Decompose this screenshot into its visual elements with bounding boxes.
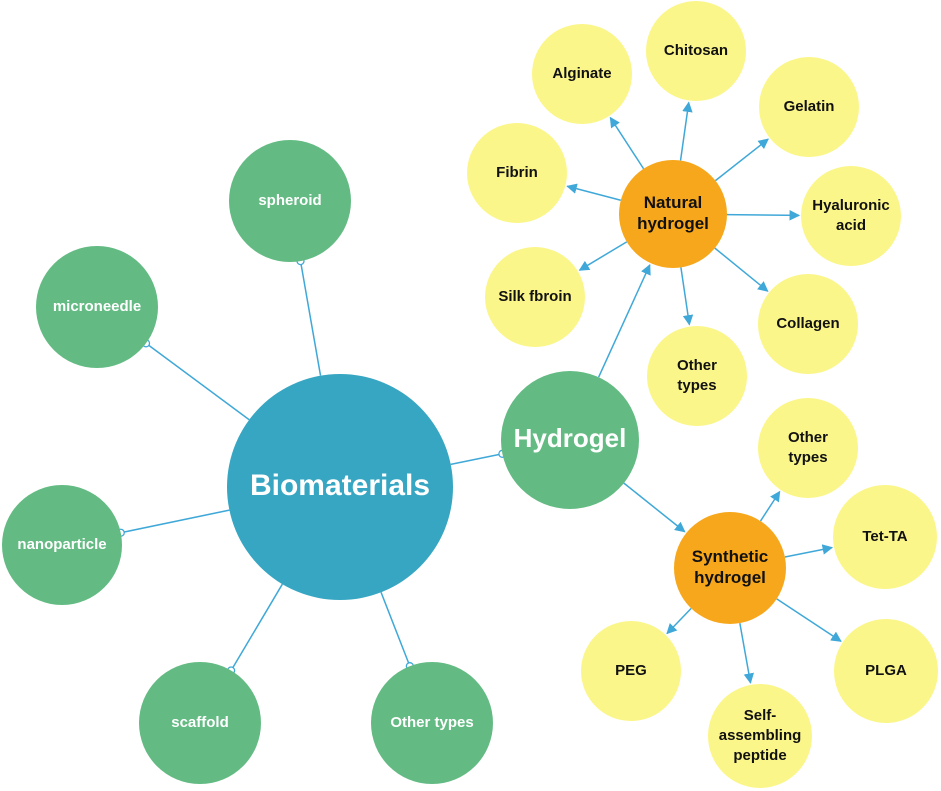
synthetic-child-tet-ta-label: Tet-TA <box>862 528 907 545</box>
synthetic-child-tet-ta-circle <box>833 485 937 589</box>
connector-natural-alginate <box>609 116 645 170</box>
branch-node-scaffold-label: scaffold <box>171 714 229 731</box>
branch-node-spheroid-circle <box>229 140 351 262</box>
natural-child-alginate-circle <box>532 24 632 124</box>
connector-natural-chitosan <box>679 101 693 161</box>
natural-child-gelatin-label: Gelatin <box>784 98 835 115</box>
root-node-biomaterials: Biomaterials <box>227 374 453 600</box>
natural-child-fibrin: Fibrin <box>467 123 567 223</box>
connector-root-spheroid <box>300 264 322 376</box>
connector-root-nanoparticle <box>124 509 230 533</box>
connectors-layer <box>124 101 842 684</box>
synthetic-child-plga-label: PLGA <box>865 662 907 679</box>
branch-node-scaffold: scaffold <box>139 662 261 784</box>
branch-node-other-types: Other types <box>371 662 493 784</box>
natural-child-chitosan-circle <box>646 1 746 101</box>
natural-child-fibrin-label: Fibrin <box>496 164 538 181</box>
connector-root-scaffold <box>232 583 283 668</box>
natural-child-alginate-label: Alginate <box>552 65 611 82</box>
natural-child-other-types-label: Other <box>677 357 717 374</box>
synthetic-hydrogel-node-circle <box>674 512 786 624</box>
natural-child-collagen-circle <box>758 274 858 374</box>
synthetic-child-tet-ta: Tet-TA <box>833 485 937 589</box>
natural-child-collagen: Collagen <box>758 274 858 374</box>
natural-child-gelatin: Gelatin <box>759 57 859 157</box>
natural-child-other-types: Other types <box>647 326 747 426</box>
synthetic-child-plga: PLGA <box>834 619 938 723</box>
root-node-biomaterials-circle <box>227 374 453 600</box>
natural-child-silk-fibroin-label: Silk fbroin <box>498 288 571 305</box>
branch-node-nanoparticle-label: nanoparticle <box>17 536 106 553</box>
connector-synthetic-tet-ta <box>784 544 834 558</box>
natural-child-other-types-circle <box>647 326 747 426</box>
connector-root-other-types <box>380 592 410 664</box>
synthetic-child-plga-circle <box>834 619 938 723</box>
connector-natural-fibrin <box>566 183 621 201</box>
synthetic-child-other-types-label: Other <box>788 429 828 446</box>
connector-synthetic-self-assembling-peptide <box>739 622 755 684</box>
natural-child-silk-fibroin: Silk fbroin <box>485 247 585 347</box>
branch-node-other-types-label: Other types <box>390 714 473 731</box>
natural-child-gelatin-circle <box>759 57 859 157</box>
natural-child-fibrin-circle <box>467 123 567 223</box>
natural-hydrogel-node-label: Natural <box>644 193 703 212</box>
natural-child-hyaluronic-acid-circle <box>801 166 901 266</box>
natural-child-chitosan-label: Chitosan <box>664 42 728 59</box>
synthetic-child-self-assembling-peptide-circle <box>708 684 812 788</box>
natural-child-collagen-label: Collagen <box>776 315 839 332</box>
connector-synthetic-other-types <box>759 490 781 522</box>
branch-node-nanoparticle: nanoparticle <box>2 485 122 605</box>
connector-root-hydrogel <box>450 453 500 466</box>
synthetic-child-peg: PEG <box>581 621 681 721</box>
connector-hydrogel-natural <box>597 264 651 378</box>
natural-child-silk-fibroin-circle <box>485 247 585 347</box>
connector-root-microneedle <box>148 344 250 421</box>
natural-child-other-types-label: types <box>677 377 716 394</box>
branch-node-microneedle-label: microneedle <box>53 298 141 315</box>
branch-node-spheroid: spheroid <box>229 140 351 262</box>
natural-child-hyaluronic-acid-label: Hyaluronic <box>812 197 890 214</box>
synthetic-hydrogel-node: Synthetic hydrogel <box>674 512 786 624</box>
synthetic-hydrogel-node-label: Synthetic <box>692 547 769 566</box>
branch-node-other-types-circle <box>371 662 493 784</box>
branch-node-microneedle: microneedle <box>36 246 158 368</box>
root-node-biomaterials-label: Biomaterials <box>250 469 430 502</box>
synthetic-child-self-assembling-peptide-label: Self- <box>744 707 777 724</box>
connector-synthetic-plga <box>776 598 842 642</box>
synthetic-child-other-types: Other types <box>758 398 858 498</box>
hydrogel-node: Hydrogel <box>501 371 639 509</box>
branch-node-scaffold-circle <box>139 662 261 784</box>
natural-hydrogel-node: Natural hydrogel <box>619 160 727 268</box>
connector-synthetic-peg <box>666 607 692 635</box>
synthetic-hydrogel-node-label: hydrogel <box>694 568 766 587</box>
connector-natural-other-types <box>680 267 694 326</box>
connector-natural-hyaluronic-acid <box>726 210 801 221</box>
connector-natural-collagen <box>714 247 769 292</box>
synthetic-child-self-assembling-peptide: Self-assembling peptide <box>708 684 812 788</box>
connector-natural-silk-fibroin <box>578 241 628 271</box>
natural-child-chitosan: Chitosan <box>646 1 746 101</box>
natural-child-hyaluronic-acid: Hyaluronic acid <box>801 166 901 266</box>
hydrogel-node-label: Hydrogel <box>514 423 627 453</box>
natural-hydrogel-node-circle <box>619 160 727 268</box>
branch-node-microneedle-circle <box>36 246 158 368</box>
connector-natural-gelatin <box>714 138 769 182</box>
natural-hydrogel-node-label: hydrogel <box>637 214 709 233</box>
natural-child-alginate: Alginate <box>532 24 632 124</box>
branch-node-nanoparticle-circle <box>2 485 122 605</box>
synthetic-child-other-types-circle <box>758 398 858 498</box>
branch-node-spheroid-label: spheroid <box>258 192 321 209</box>
synthetic-child-peg-label: PEG <box>615 662 647 679</box>
hydrogel-node-circle <box>501 371 639 509</box>
synthetic-child-self-assembling-peptide-label: peptide <box>733 747 786 764</box>
connector-hydrogel-synthetic <box>623 482 686 533</box>
synthetic-child-peg-circle <box>581 621 681 721</box>
synthetic-child-self-assembling-peptide-label: assembling <box>719 727 802 744</box>
synthetic-child-other-types-label: types <box>788 449 827 466</box>
natural-child-hyaluronic-acid-label: acid <box>836 217 866 234</box>
